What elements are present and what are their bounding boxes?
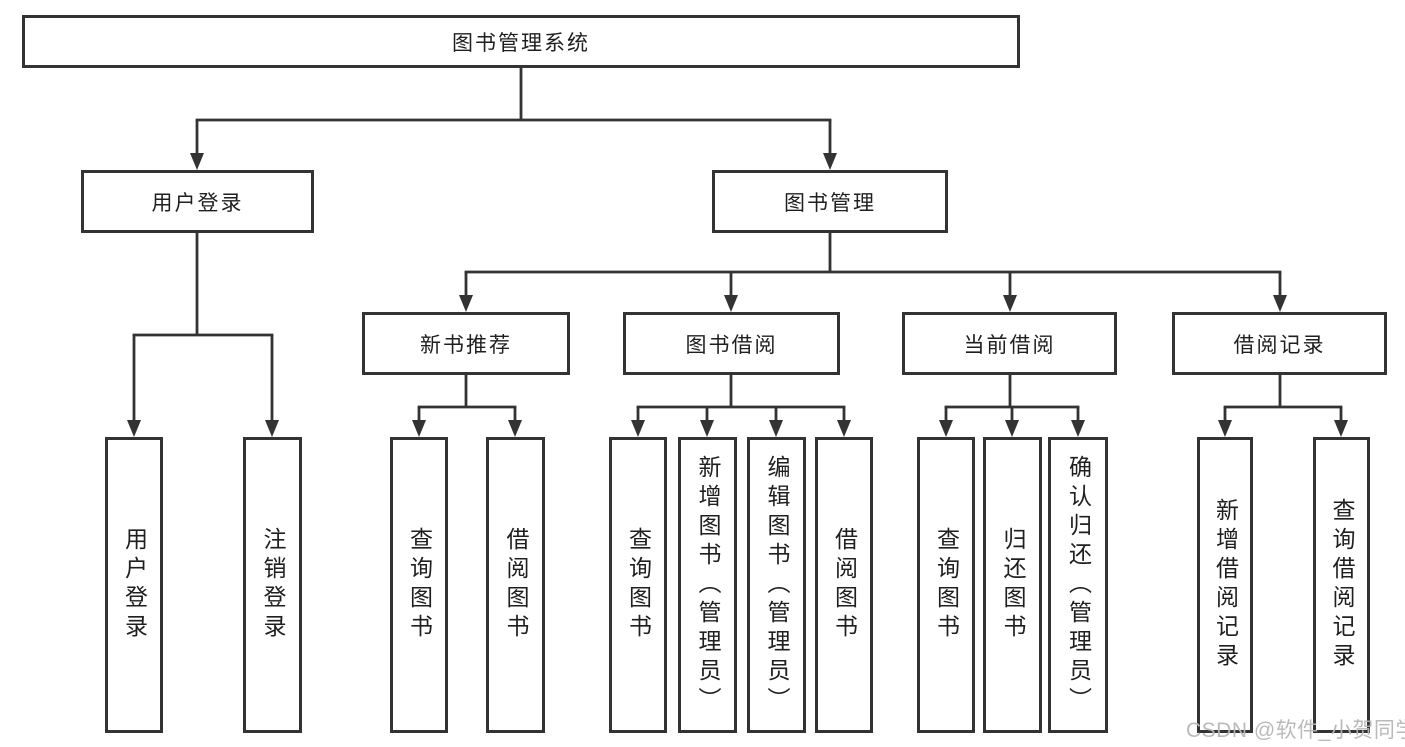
node-book-borrowing: 图书借阅 (623, 312, 840, 375)
leaf-user-login: 用户登录 (105, 437, 163, 733)
leaf-add-books-admin: 新增图书（管理员） (678, 437, 737, 733)
leaf-borrow-books-recommend: 借阅图书 (486, 437, 545, 733)
node-current-borrowing: 当前借阅 (902, 312, 1117, 375)
leaf-edit-books-admin: 编辑图书（管理员） (747, 437, 806, 733)
leaf-query-borrow-record: 查询借阅记录 (1313, 437, 1370, 733)
node-user-login: 用户登录 (81, 170, 314, 233)
leaf-query-books-borrowing: 查询图书 (609, 437, 667, 733)
node-book-management: 图书管理 (712, 170, 948, 233)
leaf-add-borrow-record: 新增借阅记录 (1197, 437, 1253, 733)
node-new-book-recommendation: 新书推荐 (362, 312, 570, 375)
csdn-watermark: CSDN @软件_小贺同学 (1186, 719, 1405, 742)
leaf-query-books-recommend: 查询图书 (390, 437, 448, 733)
leaf-logout: 注销登录 (243, 437, 302, 733)
leaf-confirm-return-admin: 确认归还（管理员） (1048, 437, 1108, 733)
node-library-management-system: 图书管理系统 (22, 15, 1020, 68)
leaf-query-books-current: 查询图书 (917, 437, 975, 733)
leaf-borrow-books: 借阅图书 (815, 437, 873, 733)
leaf-return-books: 归还图书 (983, 437, 1042, 733)
node-borrowing-records: 借阅记录 (1172, 312, 1387, 375)
